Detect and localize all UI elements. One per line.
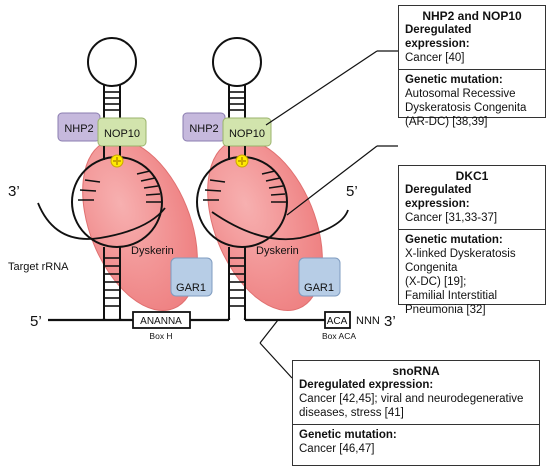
nhp2-nop10-info-box: NHP2 and NOP10 Deregulated expression: C…: [398, 5, 546, 128]
label-box-h-seq: ANANNA: [140, 316, 182, 327]
label-nhp2-left: NHP2: [64, 123, 93, 135]
label-nop10-left: NOP10: [104, 128, 140, 140]
left-target-rrna: [37, 202, 166, 240]
snorna-dereg-line: Cancer [42,45]; viral and neurodegenerat…: [299, 393, 524, 405]
snorna-info-box: snoRNA Deregulated expression: Cancer [4…: [292, 360, 540, 466]
label-dyskerin-left: Dyskerin: [131, 245, 174, 257]
label-nnn: NNN: [356, 315, 380, 327]
right-plus-marker: [235, 154, 249, 168]
box-h-frame: [132, 311, 191, 329]
left-dyskerin-shape: [82, 138, 198, 312]
snorna-dereg-line: diseases, stress [41]: [299, 407, 404, 419]
nhp2-nop10-mut-line: Autosomal Recessive: [405, 88, 516, 100]
label-box-h: Box H: [149, 331, 172, 341]
label-dyskerin-right: Dyskerin: [256, 245, 299, 257]
right-loop: [212, 37, 262, 87]
nhp2-nop10-dereg-heading: Deregulated expression:: [405, 24, 472, 50]
label-box-aca-seq: ACA: [327, 316, 348, 327]
snorna-mut-text: Cancer [46,47]: [299, 443, 375, 455]
dkc1-info-box: DKC1 Deregulated expression: Cancer [31,…: [398, 165, 546, 316]
label-nhp2-right: NHP2: [189, 123, 218, 135]
nhp2-nop10-title: NHP2 and NOP10: [422, 9, 522, 23]
dkc1-mut-line: Congenita: [405, 262, 458, 274]
left-nop10-shape: [97, 117, 147, 147]
label-gar1-right: GAR1: [304, 282, 334, 294]
right-gar1-shape: [298, 257, 341, 297]
box-aca-frame: [324, 311, 351, 329]
label-box-aca: Box ACA: [322, 331, 356, 341]
nhp2-nop10-mut-line: Dyskeratosis Congenita: [405, 102, 527, 114]
label-nop10-right: NOP10: [229, 128, 265, 140]
left-hairpin: [37, 37, 213, 318]
right-hairpin: [182, 37, 349, 318]
label-target-rrna: Target rRNA: [8, 261, 69, 273]
snorna-dereg-heading: Deregulated expression:: [299, 379, 434, 391]
left-plus-marker: [110, 154, 124, 168]
right-nop10-shape: [222, 117, 272, 147]
dkc1-mut-heading: Genetic mutation:: [405, 234, 503, 246]
left-gar1-shape: [170, 257, 213, 297]
left-loop: [87, 37, 137, 87]
nhp2-nop10-mut-heading: Genetic mutation:: [405, 74, 503, 86]
dkc1-mut-line: (X-DC) [19];: [405, 276, 467, 288]
snorna-backbone: [48, 318, 325, 322]
label-3prime-left: 3’: [8, 183, 20, 200]
label-gar1-left: GAR1: [176, 282, 206, 294]
label-5prime-right: 5’: [346, 183, 358, 200]
label-3prime-right: 3’: [384, 313, 396, 330]
dkc1-dereg-heading: Deregulated expression:: [405, 184, 472, 210]
nhp2-nop10-mut-line: (AR-DC) [38,39]: [405, 116, 488, 128]
dkc1-dereg-text: Cancer [31,33-37]: [405, 212, 498, 224]
nhp2-nop10-dereg-text: Cancer [40]: [405, 52, 465, 64]
right-target-rrna: [211, 209, 349, 241]
dkc1-title: DKC1: [455, 169, 489, 183]
connector-lines: [259, 50, 398, 379]
dkc1-mut-line: X-linked Dyskeratosis: [405, 248, 516, 260]
dkc1-mut-line: Pneumonia [32]: [405, 304, 486, 316]
label-5prime-bottom: 5’: [30, 313, 42, 330]
dkc1-mut-line: Familial Interstitial: [405, 290, 498, 302]
snorna-title: snoRNA: [392, 364, 440, 378]
snorna-mut-heading: Genetic mutation:: [299, 429, 397, 441]
right-dyskerin-shape: [207, 138, 323, 312]
